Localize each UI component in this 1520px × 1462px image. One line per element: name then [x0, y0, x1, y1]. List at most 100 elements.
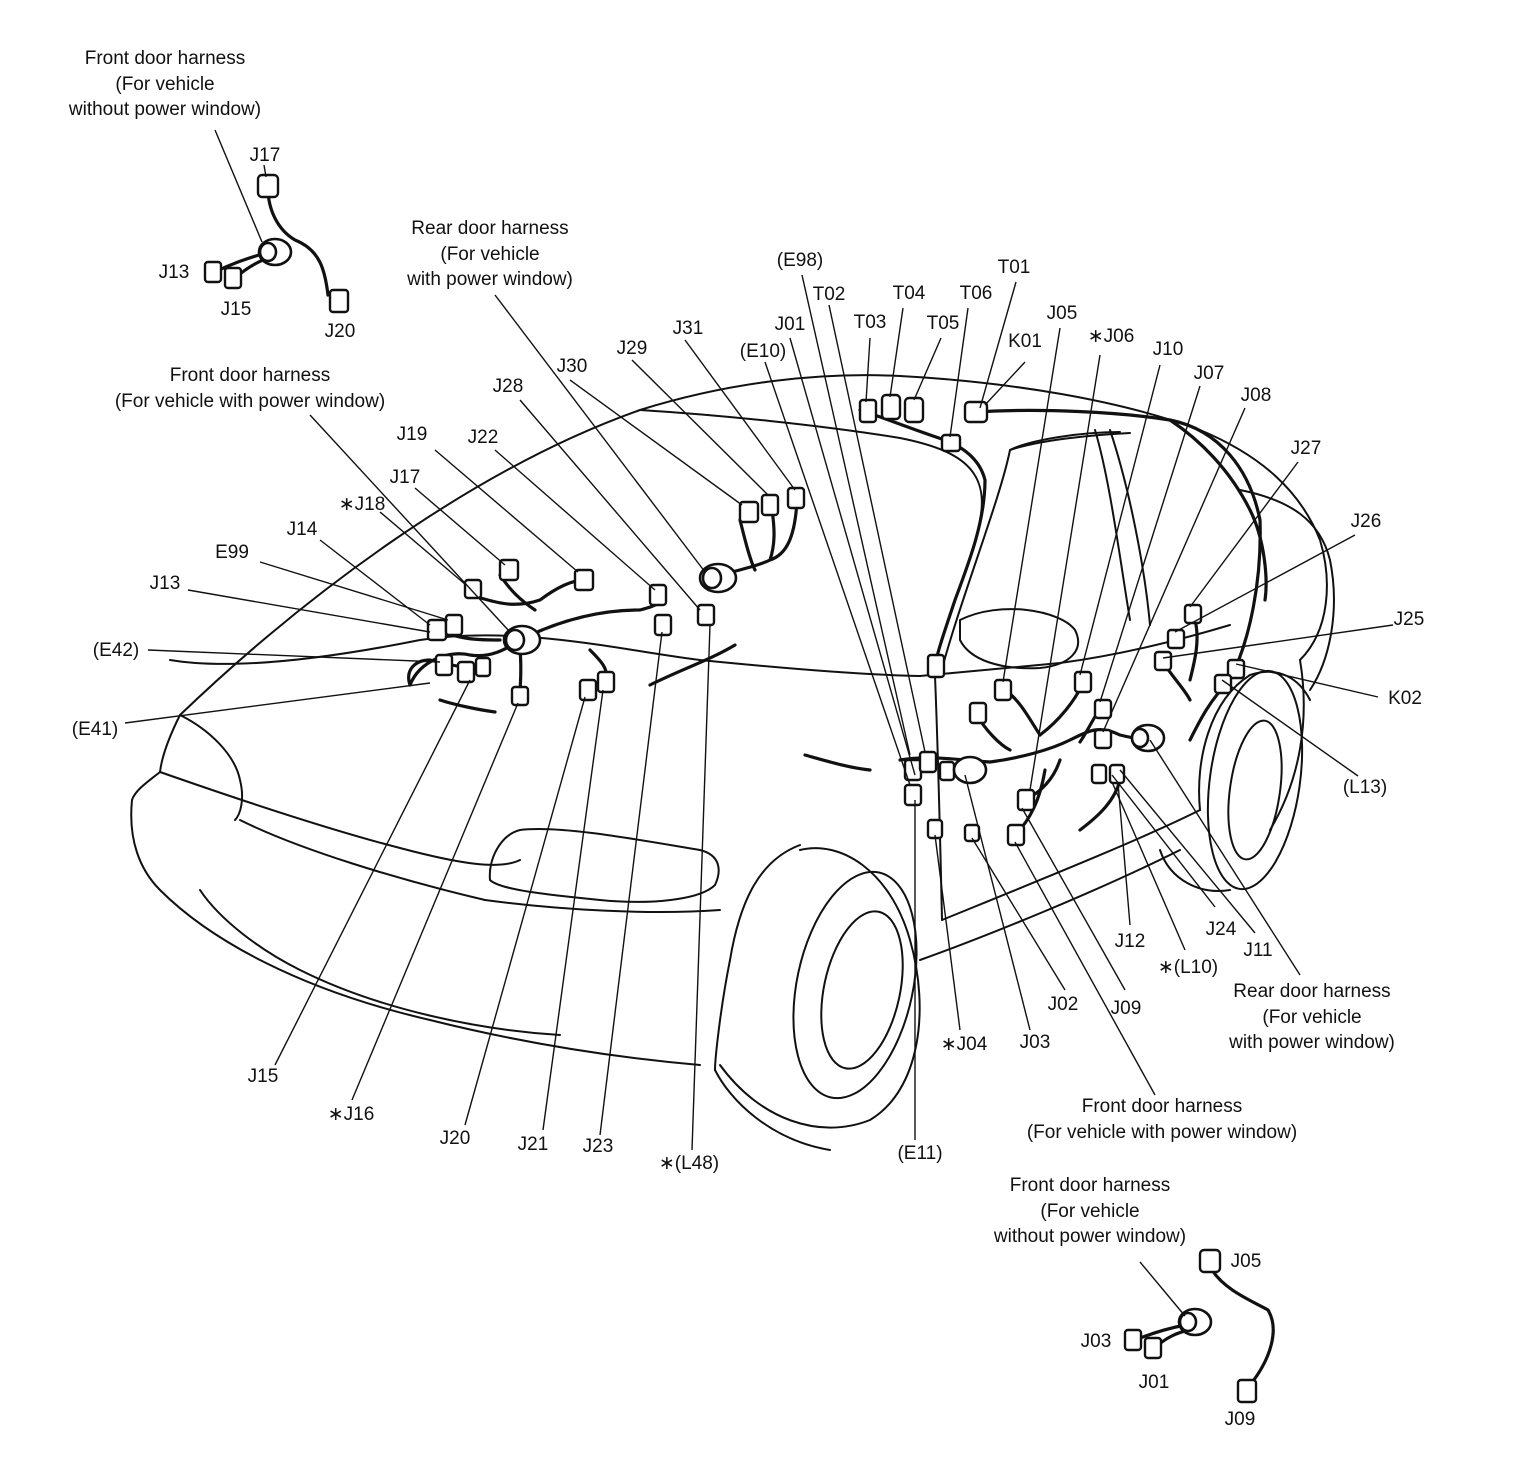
label-inset-j13: J13 [158, 262, 190, 283]
label-j31: J31 [672, 318, 704, 339]
label-j20: J20 [439, 1128, 471, 1149]
label-j17: J17 [389, 467, 421, 488]
connector [596, 670, 616, 694]
connector [434, 653, 454, 677]
label-j10: J10 [1152, 339, 1184, 360]
connectors [203, 173, 1258, 1404]
label-j24: J24 [1205, 919, 1237, 940]
connector [940, 433, 962, 453]
caption-line: (For vehicle [1262, 1006, 1362, 1028]
harness-wires [213, 186, 1275, 1387]
label-e99: E99 [215, 542, 249, 563]
connector [760, 493, 780, 517]
label-t02: T02 [812, 284, 846, 305]
connector [993, 678, 1013, 702]
label-inset-j17: J17 [249, 145, 281, 166]
label-inset-j20: J20 [324, 321, 356, 342]
label-t06: T06 [959, 283, 993, 304]
label-j19: J19 [396, 424, 428, 445]
connector [1236, 1378, 1258, 1404]
connector [444, 613, 464, 637]
caption-line: (For vehicle with power window) [1026, 1121, 1298, 1143]
connector [1153, 650, 1173, 672]
label-j28: J28 [492, 376, 524, 397]
label-j06: ∗J06 [1087, 326, 1135, 347]
label-j07: J07 [1193, 363, 1225, 384]
connector [1090, 763, 1108, 785]
connector [903, 396, 925, 424]
label-j04: ∗J04 [940, 1034, 988, 1055]
label-j18: ∗J18 [338, 494, 386, 515]
connector [578, 678, 598, 702]
connector [510, 685, 530, 707]
connector [968, 701, 988, 725]
caption-rear-door-right: Rear door harness (For vehicle with powe… [1229, 979, 1395, 1056]
label-e10: (E10) [739, 341, 787, 362]
label-t01: T01 [997, 257, 1031, 278]
connector [223, 266, 243, 290]
label-t05: T05 [926, 313, 960, 334]
label-e41: (E41) [71, 719, 119, 740]
caption-line: with power window) [1229, 1032, 1395, 1053]
caption-line: Front door harness [1081, 1096, 1243, 1117]
connector [963, 400, 989, 424]
caption-line: Front door harness [1009, 1175, 1171, 1196]
caption-line: Front door harness [169, 365, 331, 386]
label-l13: (L13) [1342, 777, 1388, 798]
caption-line: (For vehicle [115, 73, 215, 95]
connector [1093, 728, 1113, 750]
caption-line: Rear door harness [411, 218, 569, 239]
label-j27: J27 [1290, 438, 1322, 459]
caption-line: Front door harness [84, 48, 246, 69]
label-inset-j15: J15 [220, 299, 252, 320]
connector [1016, 788, 1036, 812]
label-j29: J29 [616, 338, 648, 359]
connector [963, 823, 981, 843]
caption-front-door-right: Front door harness (For vehicle with pow… [1027, 1094, 1297, 1145]
label-t03: T03 [853, 312, 887, 333]
caption-line: (For vehicle [440, 243, 540, 265]
label-k01: K01 [1008, 331, 1042, 352]
connector [474, 656, 492, 678]
car-body-outline [130, 374, 1335, 1151]
label-l48: ∗(L48) [658, 1153, 720, 1174]
caption-inset-front-door-left: Front door harness (For vehicle without … [69, 46, 261, 123]
connector [1213, 673, 1233, 695]
label-j16: ∗J16 [327, 1104, 375, 1125]
connector [1143, 1336, 1163, 1360]
label-inset-j03: J03 [1080, 1331, 1112, 1352]
label-e11: (E11) [897, 1143, 943, 1164]
label-e98: (E98) [776, 250, 824, 271]
connector [256, 173, 280, 199]
label-j09: J09 [1110, 998, 1142, 1019]
connector [203, 260, 223, 284]
connector [858, 398, 878, 424]
label-l10: ∗(L10) [1157, 957, 1219, 978]
caption-line: without power window) [993, 1226, 1187, 1247]
connector [903, 783, 923, 807]
connector [1123, 1328, 1143, 1352]
label-j12: J12 [1114, 931, 1146, 952]
label-inset-j09: J09 [1224, 1409, 1256, 1430]
label-j15: J15 [247, 1066, 279, 1087]
connector [880, 393, 902, 421]
label-j21: J21 [517, 1134, 549, 1155]
label-j05: J05 [1046, 303, 1078, 324]
label-j30: J30 [556, 356, 588, 377]
connector [1006, 823, 1026, 847]
connector [918, 750, 938, 774]
label-j23: J23 [582, 1136, 614, 1157]
connector [1166, 628, 1186, 650]
caption-inset-front-door-right: Front door harness (For vehicle without … [994, 1173, 1186, 1250]
caption-line: with power window) [407, 269, 573, 290]
label-j26: J26 [1350, 511, 1382, 532]
connector [938, 760, 956, 782]
label-j02: J02 [1047, 994, 1079, 1015]
connector [1093, 698, 1113, 720]
connector [696, 603, 716, 627]
connector [1073, 670, 1093, 694]
label-inset-j05: J05 [1230, 1251, 1262, 1272]
caption-rear-door-left: Rear door harness (For vehicle with powe… [407, 216, 573, 293]
